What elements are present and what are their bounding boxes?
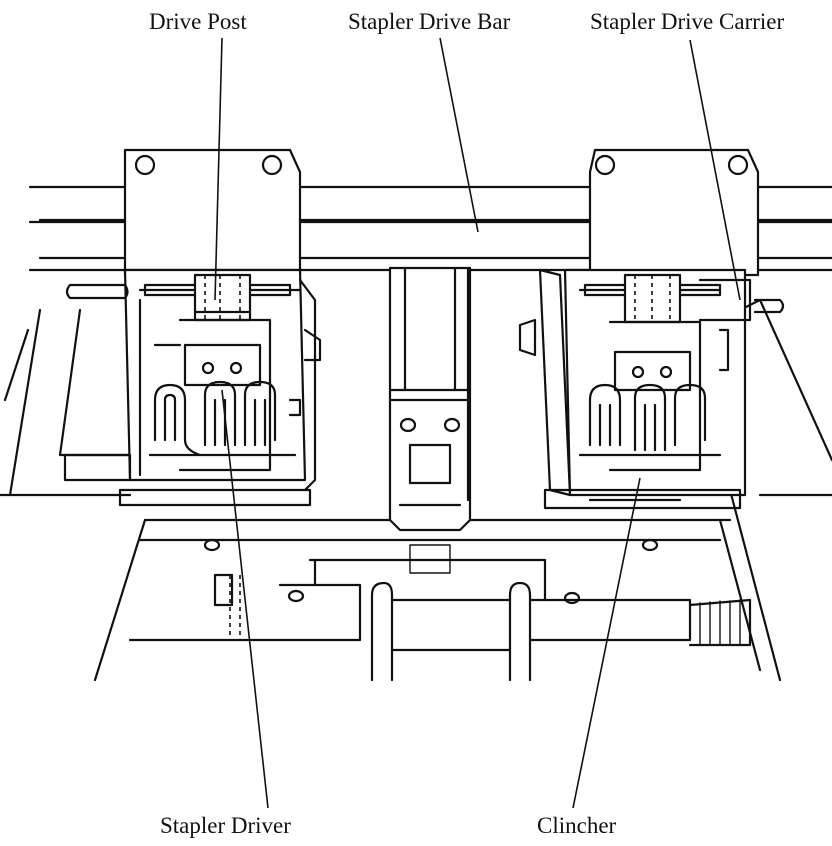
leader-drive-post bbox=[214, 37, 223, 301]
label-stapler-driver: Stapler Driver bbox=[160, 813, 291, 838]
leader-lines bbox=[214, 37, 741, 809]
center-slide bbox=[388, 266, 472, 532]
guide-loops bbox=[370, 581, 532, 682]
label-clincher: Clincher bbox=[537, 813, 617, 838]
leader-stapler-drive-carrier bbox=[689, 39, 741, 301]
label-stapler-drive-carrier: Stapler Drive Carrier bbox=[590, 9, 785, 34]
left-carrier bbox=[63, 148, 322, 507]
right-carrier bbox=[518, 148, 785, 510]
base-frame bbox=[0, 298, 832, 682]
leader-stapler-drive-bar bbox=[439, 37, 479, 233]
label-drive-post: Drive Post bbox=[149, 9, 247, 34]
leader-clincher bbox=[572, 477, 641, 809]
label-stapler-drive-bar: Stapler Drive Bar bbox=[348, 9, 511, 34]
tension-spring bbox=[688, 598, 752, 647]
leader-stapler-driver bbox=[221, 389, 269, 809]
